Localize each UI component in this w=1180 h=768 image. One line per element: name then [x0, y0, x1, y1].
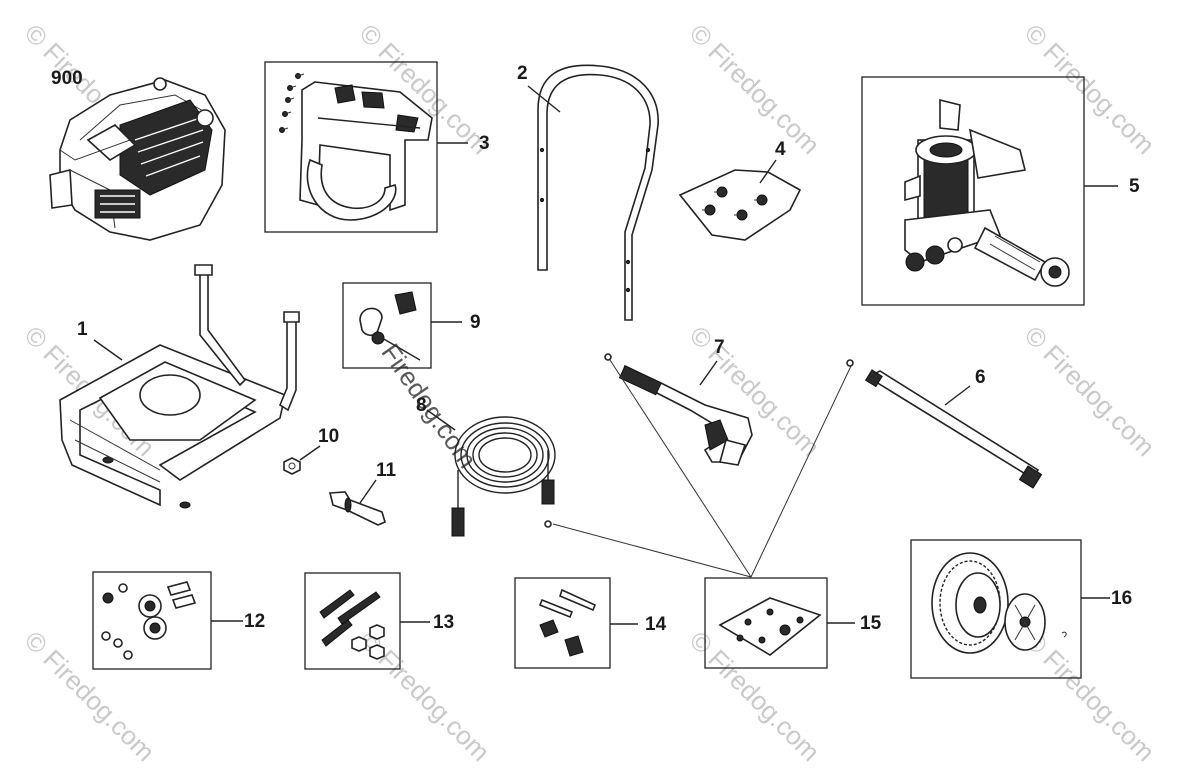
- callout-10: 10: [318, 426, 340, 447]
- part-13-box: [304, 572, 401, 670]
- lance-part: [846, 359, 1043, 489]
- callout-12: 12: [244, 611, 266, 632]
- bracket-part: [279, 73, 433, 221]
- kit-12-part: [101, 581, 197, 660]
- callout-5: 5: [1129, 176, 1140, 197]
- parts-diagram: © Firedog.com © Firedog.com © Firedog.co…: [19, 18, 1161, 767]
- kit-15-part: [718, 597, 822, 656]
- engine-part: [49, 77, 226, 241]
- callout-4: 4: [775, 139, 786, 160]
- hose-part: [451, 416, 556, 537]
- callout-900: 900: [51, 68, 83, 89]
- callout-8: 8: [416, 395, 427, 416]
- diagram-drawing: [49, 61, 1118, 679]
- callout-3: 3: [479, 133, 490, 154]
- callout-14: 14: [645, 614, 667, 635]
- callout-9: 9: [470, 312, 481, 333]
- callout-11: 11: [376, 460, 397, 481]
- callout-1: 1: [77, 319, 88, 340]
- part-3-box: [264, 61, 438, 233]
- nut-part: [283, 457, 301, 475]
- part-9-box: [342, 282, 432, 369]
- frame-part: [59, 264, 300, 509]
- axle-part: [328, 491, 386, 526]
- fastener-bag-part: [678, 169, 802, 241]
- callout-6: 6: [975, 367, 986, 388]
- part-14-box: [514, 577, 611, 669]
- kit-14-part: [538, 588, 597, 657]
- callout-7: 7: [714, 337, 725, 358]
- callout-16: 16: [1111, 588, 1133, 609]
- part-5-box: [861, 76, 1085, 306]
- pump-part: [904, 98, 1070, 287]
- spray-gun-part: [604, 353, 753, 466]
- callout-15: 15: [860, 613, 882, 634]
- part-16-box: [910, 539, 1082, 679]
- callout-2: 2: [517, 63, 528, 84]
- part-15-leader-lines: [544, 359, 852, 578]
- wheel-part: [931, 552, 1067, 654]
- handle-part: [537, 64, 659, 321]
- callout-13: 13: [433, 612, 455, 633]
- kit-13-part: [319, 589, 385, 660]
- hose-clip-part: [359, 291, 421, 361]
